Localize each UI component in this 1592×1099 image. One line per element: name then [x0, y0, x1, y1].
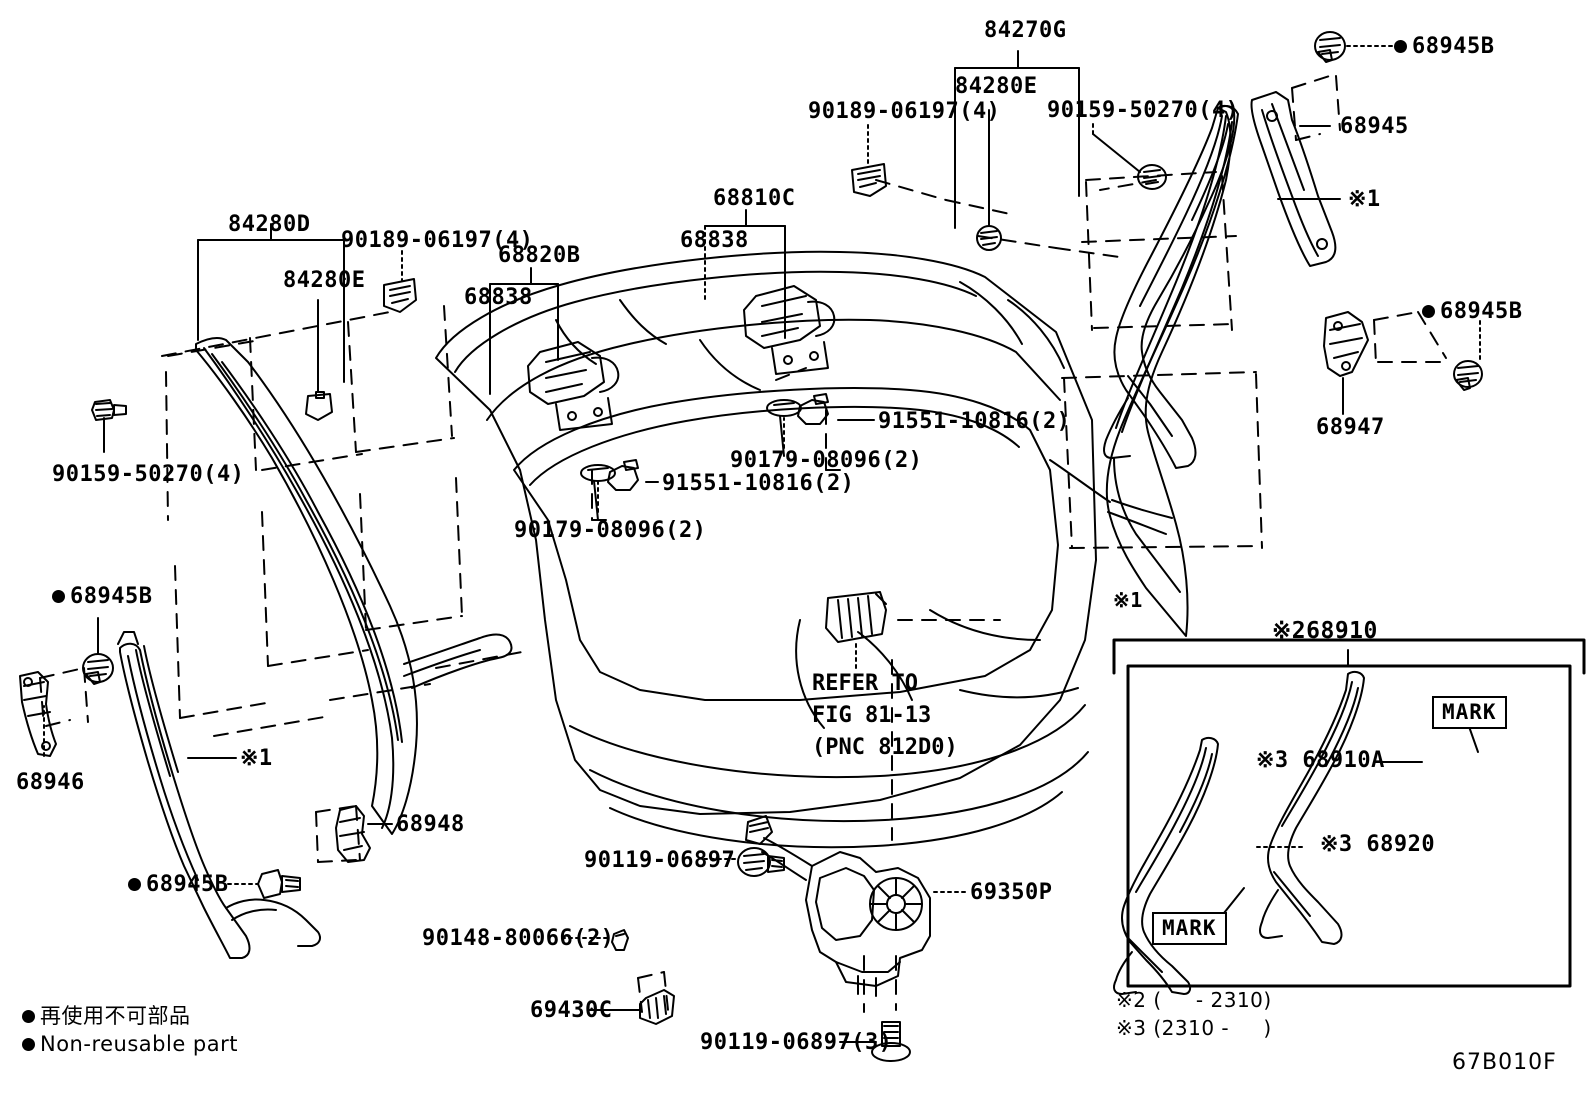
- callout-69430C: 69430C: [530, 998, 613, 1023]
- callout-69350P: 69350P: [970, 880, 1053, 905]
- clip-90148-80066: [611, 929, 629, 951]
- callout-68945B-bottom: 68945B: [128, 872, 228, 897]
- refer-to-note: REFER TO FIG 81-13 (PNC 812D0): [812, 671, 958, 760]
- bolt-68945B-bottom: [257, 869, 301, 899]
- non-reusable-dot-icon: [22, 1010, 35, 1023]
- non-reusable-dot-icon: [1422, 305, 1435, 318]
- callout-90159-50270-left: 90159-50270(4): [52, 462, 245, 487]
- callout-90148-80066: 90148-80066(2): [422, 926, 615, 951]
- callout-84280D: 84280D: [228, 212, 311, 237]
- door-hinge-right-68810C: [743, 285, 836, 375]
- callout-84280E-top: 84280E: [955, 74, 1038, 99]
- callout-90179-08096-right: 90179-08096(2): [730, 448, 923, 473]
- callout-91551-10816-right: 91551-10816(2): [878, 409, 1071, 434]
- screw-84280E-left: [305, 391, 333, 421]
- figure-code: 67B010F: [1452, 1050, 1557, 1075]
- callout-91551-10816-left: 91551-10816(2): [662, 471, 855, 496]
- non-reusable-dot-icon: [128, 878, 141, 891]
- leader-lines: [43, 45, 1481, 1043]
- callout-84270G: 84270G: [984, 18, 1067, 43]
- bolt-90119-06897: [737, 847, 785, 877]
- damper-stay-left: [117, 631, 321, 959]
- callout-68945B-right-lower: 68945B: [1422, 299, 1522, 324]
- bolt-90159-50270-top: [1137, 164, 1167, 190]
- non-reusable-dot-icon: [1394, 40, 1407, 53]
- callout-mark1-left: ※1: [240, 746, 273, 771]
- callout-90159-50270-top: 90159-50270(4): [1047, 98, 1240, 123]
- power-back-door-motor-69350P: [745, 815, 931, 997]
- callout-90119-06897-3: 90119-06897(3): [700, 1030, 893, 1055]
- door-latch-refer: [825, 591, 887, 643]
- screw-84280E-top: [976, 225, 1002, 251]
- bracket-68945: [1250, 91, 1337, 267]
- legend-non-reusable-en: Non-reusable part: [22, 1032, 238, 1056]
- callout-68810C: 68810C: [713, 186, 796, 211]
- footnote-mark3: ※3 (2310 - ): [1116, 1016, 1272, 1040]
- non-reusable-dot-icon: [22, 1038, 35, 1051]
- callout-68948: 68948: [396, 812, 465, 837]
- bolt-91551-10816-left: [607, 459, 639, 491]
- callout-68945B-bottom-left: 68945B: [52, 584, 152, 609]
- inset-group-label-68910: ※268910: [1272, 618, 1378, 644]
- inset-stay-68920: [1113, 736, 1219, 995]
- callout-68947: 68947: [1316, 415, 1385, 440]
- bolt-68945B-top-right: [1314, 31, 1346, 63]
- bolt-90119-06897-3: [871, 1021, 911, 1062]
- inset-item-68920: ※3 68920: [1320, 832, 1436, 857]
- damper-stay-right: [1103, 104, 1236, 469]
- callout-68946: 68946: [16, 770, 85, 795]
- mark-tag-b: MARK: [1152, 912, 1227, 945]
- clip-90189-06197-left: [383, 278, 417, 313]
- washer-90179-08096-right: [766, 399, 802, 457]
- footnote-mark2: ※2 ( - 2310): [1116, 988, 1272, 1012]
- callout-mark1-right: ※1: [1348, 187, 1381, 212]
- non-reusable-dot-icon: [52, 590, 65, 603]
- left-roof-moulding-84280D: [195, 336, 513, 835]
- callout-68838-right: 68838: [680, 228, 749, 253]
- callout-84280E-left: 84280E: [283, 268, 366, 293]
- callout-68945B-top-right: 68945B: [1394, 34, 1494, 59]
- callout-90189-06197-left: 90189-06197(4): [341, 228, 534, 253]
- bracket-68946: [19, 671, 57, 757]
- striker-69430C: [639, 989, 675, 1025]
- callout-68945: 68945: [1340, 114, 1409, 139]
- back-door-panel-outline: [435, 250, 1097, 849]
- legend-non-reusable-cjk: 再使用不可部品: [22, 1000, 191, 1030]
- callout-90179-08096-left: 90179-08096(2): [514, 518, 707, 543]
- callout-mark1-inset: ※1: [1113, 588, 1143, 612]
- callout-90189-06197-top: 90189-06197(4): [808, 99, 1001, 124]
- callout-68820B: 68820B: [498, 243, 581, 268]
- inset-item-68910A: ※3 68910A: [1256, 748, 1385, 773]
- bolt-91551-10816-right: [797, 393, 829, 425]
- bolt-68945B-bottom-left: [82, 653, 114, 685]
- callout-68838-left: 68838: [464, 285, 533, 310]
- clip-90189-06197-top: [851, 163, 887, 197]
- door-hinge-left-68820B: [527, 341, 620, 431]
- inset-stay-68910A: [1259, 670, 1365, 945]
- bracket-68948: [335, 805, 371, 863]
- mark-tag-a: MARK: [1432, 696, 1507, 729]
- bolt-68945B-right-lower: [1453, 360, 1483, 391]
- callout-90119-06897: 90119-06897: [584, 848, 736, 873]
- bracket-68947: [1323, 311, 1369, 377]
- bolt-90159-50270-left: [91, 399, 127, 421]
- inset-frames: [1112, 638, 1586, 988]
